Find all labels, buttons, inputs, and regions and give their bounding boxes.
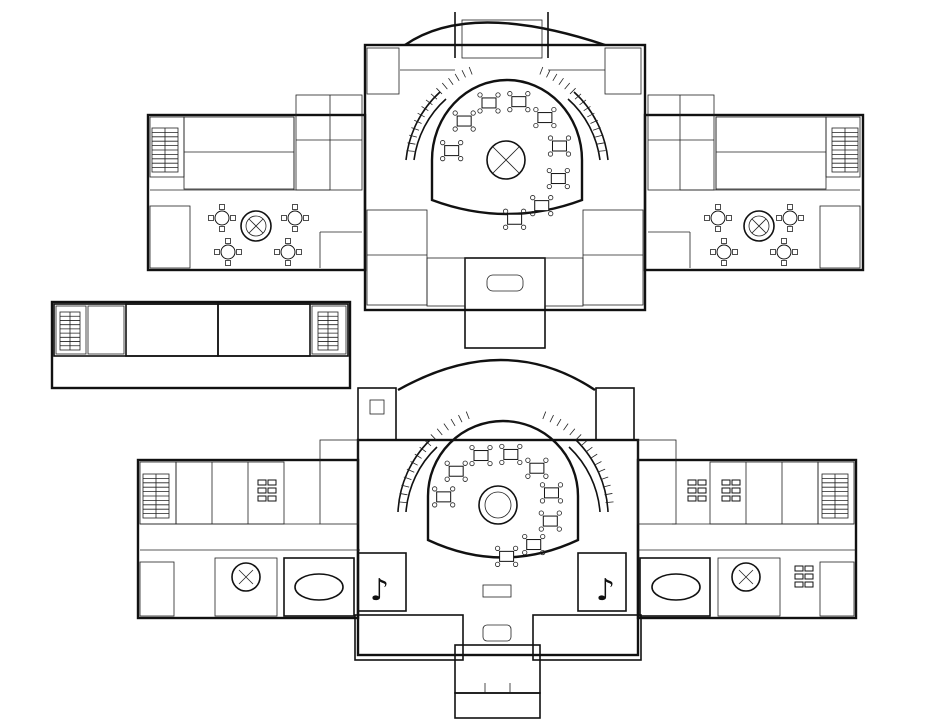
lower-floor-plan: ♪ ♪ [136, 358, 858, 719]
music-note-icon-left: ♪ [370, 573, 389, 608]
music-note-icon-right: ♪ [596, 573, 615, 608]
side-elevation-strip [50, 300, 352, 390]
upper-floor-plan [146, 12, 865, 349]
